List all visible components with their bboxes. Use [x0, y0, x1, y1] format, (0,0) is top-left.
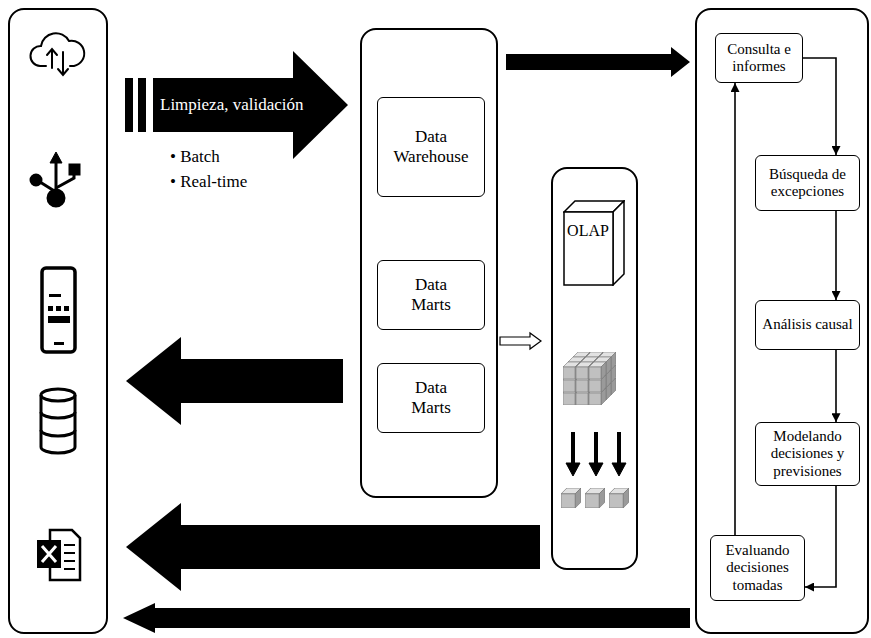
phone-icon — [42, 268, 75, 352]
flow-arrow — [836, 211, 837, 300]
flow-arrow — [836, 350, 837, 422]
data-mart-box: Data Marts — [377, 260, 485, 330]
process-box: Evaluando decisiones tomadas — [710, 535, 805, 601]
block-arrow — [126, 337, 343, 425]
node-text: Análisis causal — [762, 316, 852, 333]
flow-arrow — [126, 337, 343, 425]
flow-arrow — [805, 486, 836, 587]
node-text: OLAP — [563, 222, 613, 240]
flow-arrow — [803, 58, 836, 155]
edge-label: Limpieza, validación — [158, 95, 306, 116]
small-cubes — [561, 488, 629, 508]
node-text: Data Marts — [395, 378, 467, 417]
flow-arrow — [125, 51, 348, 159]
data-mart-box: Data Marts — [377, 363, 485, 433]
flow-line — [805, 486, 836, 587]
flow-arrow — [126, 503, 540, 591]
drill-arrows — [566, 432, 626, 476]
bullet-label: • Real-time — [170, 172, 247, 192]
block-arrow — [153, 51, 348, 159]
cube-side — [613, 201, 624, 285]
block-arrow — [506, 47, 690, 77]
database-icon — [41, 389, 75, 453]
node-text: Consulta e informes — [720, 41, 798, 76]
analysis-panel: Consulta e informesBúsqueda de excepcion… — [695, 8, 869, 634]
flow-arrow — [500, 333, 541, 349]
hollow-arrow — [500, 333, 541, 349]
usb-icon — [31, 152, 80, 206]
flow-line — [835, 350, 837, 422]
process-box: Búsqueda de excepciones — [755, 155, 860, 211]
node-text: Data Warehouse — [382, 127, 480, 166]
flow-line — [835, 211, 837, 300]
block-arrow — [123, 603, 690, 633]
olap-cube: OLAP — [563, 200, 625, 286]
source-panel — [8, 8, 108, 634]
arrow-tail-bar — [125, 78, 133, 132]
mini-cube — [589, 362, 606, 379]
flow-line — [734, 83, 736, 535]
olap-panel: OLAP — [551, 167, 638, 570]
cloud-icon — [30, 33, 84, 75]
cube-outline — [563, 200, 625, 286]
node-text: Búsqueda de excepciones — [760, 166, 855, 201]
process-box: Consulta e informes — [715, 33, 803, 83]
flow-arrow — [735, 83, 736, 535]
spreadsheet-icon — [37, 530, 80, 580]
flow-arrow — [123, 603, 690, 633]
flow-arrow — [506, 47, 690, 77]
process-box: Modelando decisiones y previsiones — [755, 422, 860, 486]
process-box: Análisis causal — [755, 300, 860, 350]
bullet-label: • Batch — [170, 147, 220, 167]
arrow-tail-bar — [138, 78, 146, 132]
node-text: Evaluando decisiones tomadas — [715, 542, 800, 594]
block-arrow — [126, 503, 540, 591]
cube-grid — [563, 352, 616, 405]
cube-front — [564, 212, 613, 285]
flow-line — [803, 58, 836, 155]
warehouse-box: Data Warehouse — [377, 97, 485, 197]
storage-panel: Data WarehouseData MartsData Marts — [360, 28, 498, 498]
node-text: Modelando decisiones y previsiones — [760, 428, 855, 480]
node-text: Data Marts — [395, 275, 467, 314]
